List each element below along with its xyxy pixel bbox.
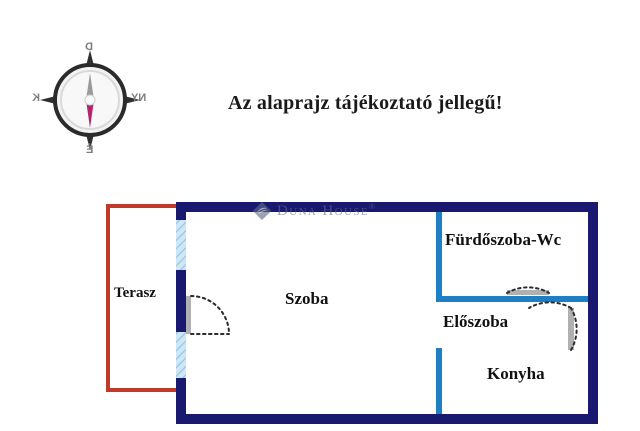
interior-walls [436,212,588,414]
compass-needle-grey [86,73,94,100]
compass-graphic [40,50,140,150]
room-label-terasz: Terasz [114,285,156,301]
window-terrace-side [176,220,186,378]
room-terasz-walls [106,204,178,392]
compass-needle-magenta [86,100,94,128]
page-title: Az alaprajz tájékoztató jellegű! [228,92,503,114]
door-szoba-terasz [186,295,230,335]
room-label-furdoszoba-wc: Fürdőszoba-Wc [445,230,562,249]
exterior-walls [176,202,598,424]
room-label-konyha: Konyha [487,364,545,383]
door-furdoszoba [506,286,550,295]
room-label-eloszoba: Előszoba [443,312,509,331]
room-label-szoba: Szoba [285,289,329,308]
compass-rose: D K NY É [28,38,152,162]
compass-hub [84,94,96,106]
door-eloszoba-entry [528,301,578,351]
